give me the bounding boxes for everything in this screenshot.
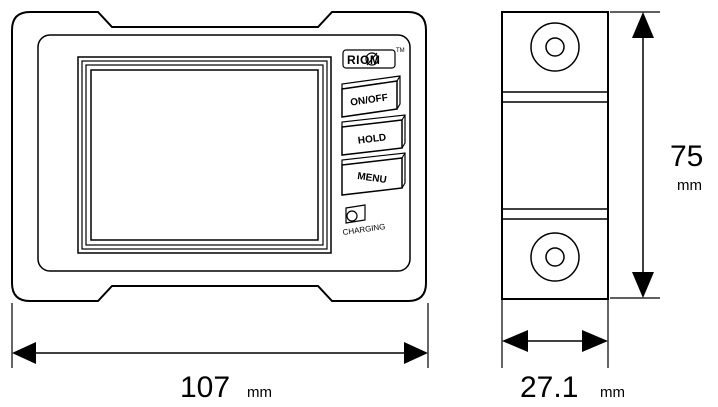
height-value: 75 xyxy=(670,140,703,173)
top-magnet-icon xyxy=(530,22,580,72)
on-off-button[interactable]: ON/OFF xyxy=(341,75,401,118)
hold-button[interactable]: HOLD xyxy=(341,114,406,156)
brand-logo-text: RIOM xyxy=(347,53,380,67)
side-body-outline xyxy=(501,11,609,300)
front-view: RIOM TM ON/OFF HOLD MENU CH xyxy=(11,11,427,302)
charging-label: CHARGING xyxy=(342,222,386,237)
display-screen xyxy=(77,56,332,254)
front-bezel xyxy=(37,34,411,272)
side-view xyxy=(501,11,609,300)
hold-button-label: HOLD xyxy=(357,132,386,146)
charging-led-icon xyxy=(346,210,358,222)
front-housing-outline xyxy=(11,11,427,302)
brand-logo: RIOM TM xyxy=(342,48,405,69)
height-unit: mm xyxy=(677,177,702,194)
menu-button[interactable]: MENU xyxy=(341,152,406,196)
trademark-mark: TM xyxy=(396,48,405,54)
menu-button-label: MENU xyxy=(357,171,388,186)
width-value: 107 xyxy=(180,371,230,404)
width-unit: mm xyxy=(247,384,272,401)
bottom-magnet-icon xyxy=(530,232,580,282)
height-dimension: 75 mm xyxy=(610,11,703,299)
on-off-button-label: ON/OFF xyxy=(350,92,389,108)
width-dimension: 107 mm xyxy=(11,303,429,404)
depth-value: 27.1 xyxy=(520,371,578,404)
depth-unit: mm xyxy=(600,384,625,401)
charging-indicator: CHARGING xyxy=(342,204,386,237)
depth-dimension: 27.1 mm xyxy=(501,300,625,404)
